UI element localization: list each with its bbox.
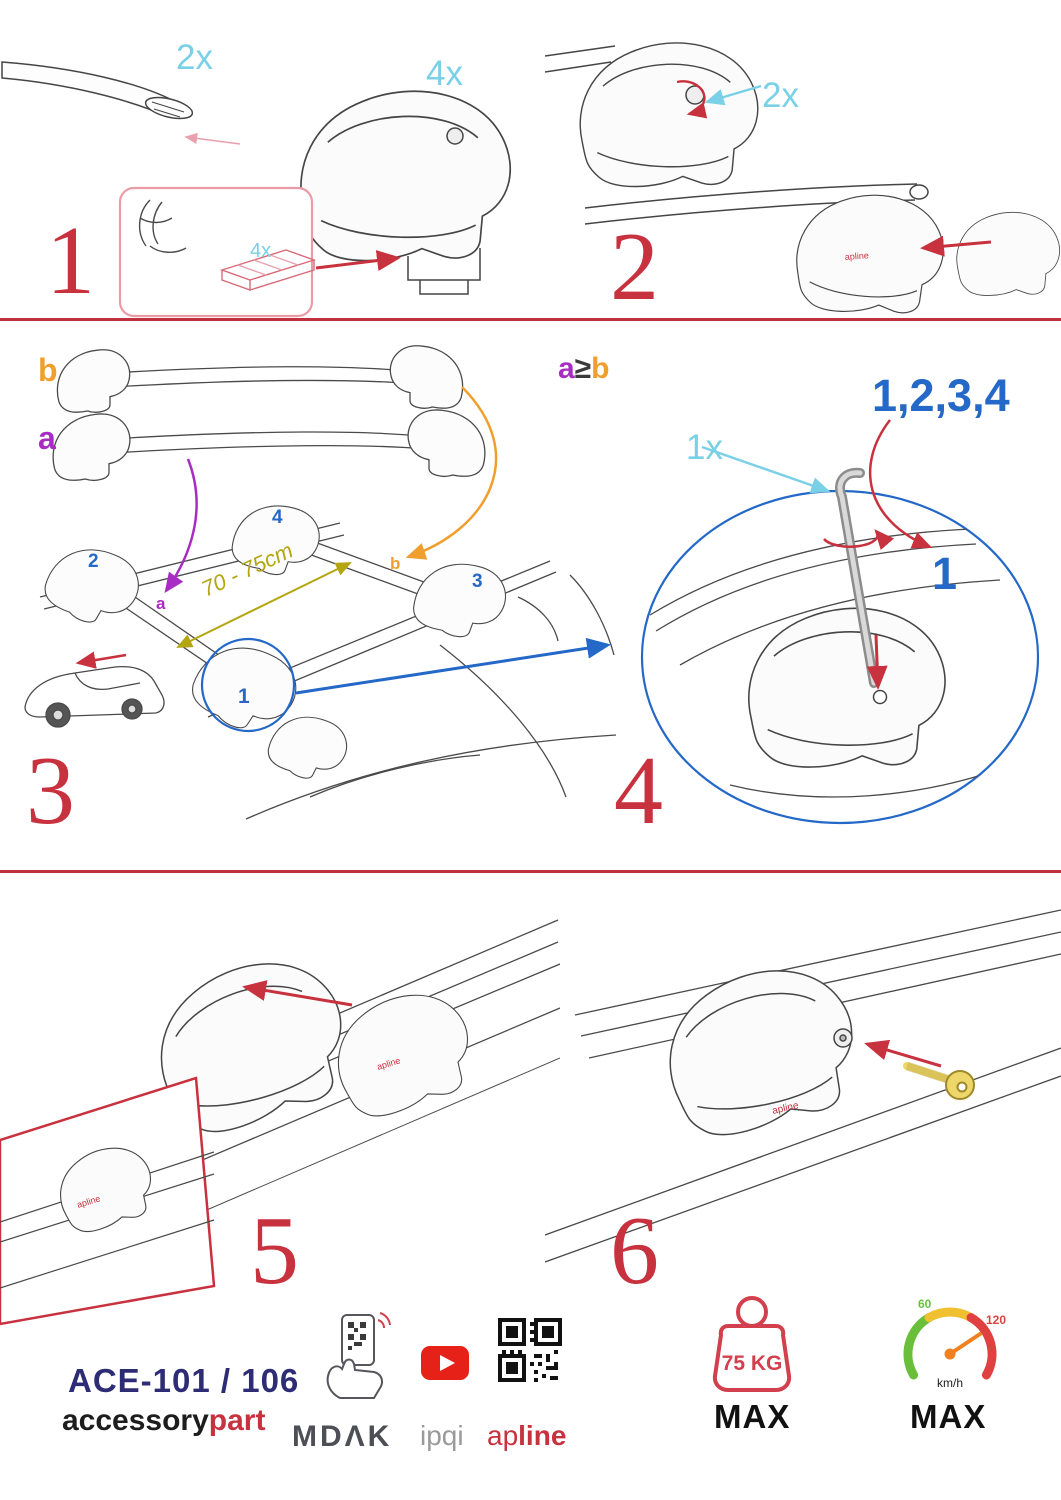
roof-feet xyxy=(36,491,515,792)
speed-green-tick: 60 xyxy=(918,1297,932,1311)
foot-brand-label: apline xyxy=(844,250,869,262)
qr-code xyxy=(498,1318,562,1382)
mounted-inset: apline xyxy=(0,1076,216,1326)
quantity-label-locks: 2x xyxy=(762,76,799,115)
apline-line: line xyxy=(518,1420,567,1451)
insert-arrow xyxy=(315,250,401,271)
step-1-illustration xyxy=(1,61,512,318)
position-b: b xyxy=(390,554,400,573)
zoom-foot xyxy=(748,607,946,768)
turn-arrow xyxy=(676,80,708,119)
quantity-label-pads: 4x xyxy=(250,240,272,262)
step-6-number: 6 xyxy=(610,1197,659,1305)
crossbar-a xyxy=(52,408,486,482)
tighten-arrow xyxy=(866,634,888,690)
quantity-label-bars: 2x xyxy=(176,38,213,77)
step-4-illustration xyxy=(640,419,1040,825)
mounted-foot xyxy=(160,963,469,1133)
step-4-number: 4 xyxy=(614,737,663,845)
brand-part: part xyxy=(208,1404,266,1437)
section-divider xyxy=(0,870,1061,873)
rule-a: a xyxy=(558,352,575,385)
qr-scan-hand-icon xyxy=(326,1312,391,1399)
tighten-sequence: 1,2,3,4 xyxy=(872,370,1010,421)
ipqi-logo-text: ipqi xyxy=(420,1420,464,1451)
brand-accessory: accessory xyxy=(62,1404,209,1437)
brand-wordmark: accessorypart xyxy=(62,1404,265,1438)
step-6-illustration: apline xyxy=(545,909,1061,1263)
weight-limit-value: 75 KG xyxy=(722,1352,783,1375)
rule-b: b xyxy=(591,352,610,385)
weight-max-label: MAX xyxy=(714,1398,791,1435)
rotate-arrow xyxy=(823,529,895,550)
lock-pointer-arrow xyxy=(704,84,762,106)
product-model: ACE-101 / 106 xyxy=(68,1362,300,1399)
slide-arrow xyxy=(920,235,992,257)
apline-ap: ap xyxy=(487,1420,519,1451)
speedometer-icon: 60 120 km/h xyxy=(903,1297,1006,1390)
rubber-pad-inset xyxy=(118,186,317,318)
step-5-number: 5 xyxy=(250,1197,299,1305)
step-5-illustration: apline apline xyxy=(0,919,560,1326)
youtube-icon xyxy=(421,1346,469,1380)
apline-logo-text: apline xyxy=(487,1420,566,1452)
lock-closeup xyxy=(545,42,759,188)
position-a: a xyxy=(156,594,166,613)
key-insert-arrow xyxy=(864,1039,942,1068)
bar-a-label: a xyxy=(38,420,56,456)
first-position: 1 xyxy=(932,548,958,599)
attach-arrow xyxy=(242,980,353,1007)
section-divider xyxy=(0,318,1061,321)
step-2-illustration: apline xyxy=(545,42,1060,314)
step-3-illustration: 70 - 75cm 2 4 3 1 a b xyxy=(24,345,617,820)
speed-max-label: MAX xyxy=(910,1398,987,1435)
mdak-logo-text: MDΛK xyxy=(292,1420,393,1453)
crossbar-b xyxy=(56,345,464,414)
position-2: 2 xyxy=(88,551,99,572)
rule-operator: ≥ xyxy=(574,352,592,385)
end-cap-piece xyxy=(956,211,1060,296)
bar-foot-assembly xyxy=(584,183,1060,314)
bar-b-label: b xyxy=(38,352,58,388)
speed-unit-label: km/h xyxy=(937,1376,963,1390)
highlight-circle xyxy=(200,637,296,733)
distance-arrow xyxy=(176,562,352,648)
crossbar-illustration xyxy=(1,61,194,120)
position-1: 1 xyxy=(238,685,250,708)
locking-foot xyxy=(669,970,853,1136)
step-3-number: 3 xyxy=(26,737,75,845)
speedometer-needle xyxy=(948,1332,982,1356)
speed-red-tick: 120 xyxy=(986,1313,1006,1327)
step-2-number: 2 xyxy=(610,213,659,321)
key-illustration xyxy=(903,1061,975,1100)
bar-a-guide-arrow xyxy=(164,458,198,594)
sequence-arrow xyxy=(868,419,933,549)
quantity-label-key: 1x xyxy=(686,428,723,467)
bar-b-guide-arrow xyxy=(405,386,498,560)
zoom-arrow xyxy=(295,637,611,695)
position-3: 3 xyxy=(472,571,483,592)
key-pointer-arrow xyxy=(701,445,831,494)
pointer-line xyxy=(184,132,241,145)
length-rule: a≥b xyxy=(558,352,609,386)
position-4: 4 xyxy=(272,507,283,528)
max-weight-icon: 75 KG xyxy=(712,1296,792,1392)
quantity-label-feet: 4x xyxy=(426,54,463,93)
foot-illustration xyxy=(300,90,512,295)
step-1-number: 1 xyxy=(46,207,95,315)
car-inset xyxy=(24,651,165,728)
cover-piece xyxy=(337,994,469,1117)
allen-key xyxy=(835,467,879,688)
